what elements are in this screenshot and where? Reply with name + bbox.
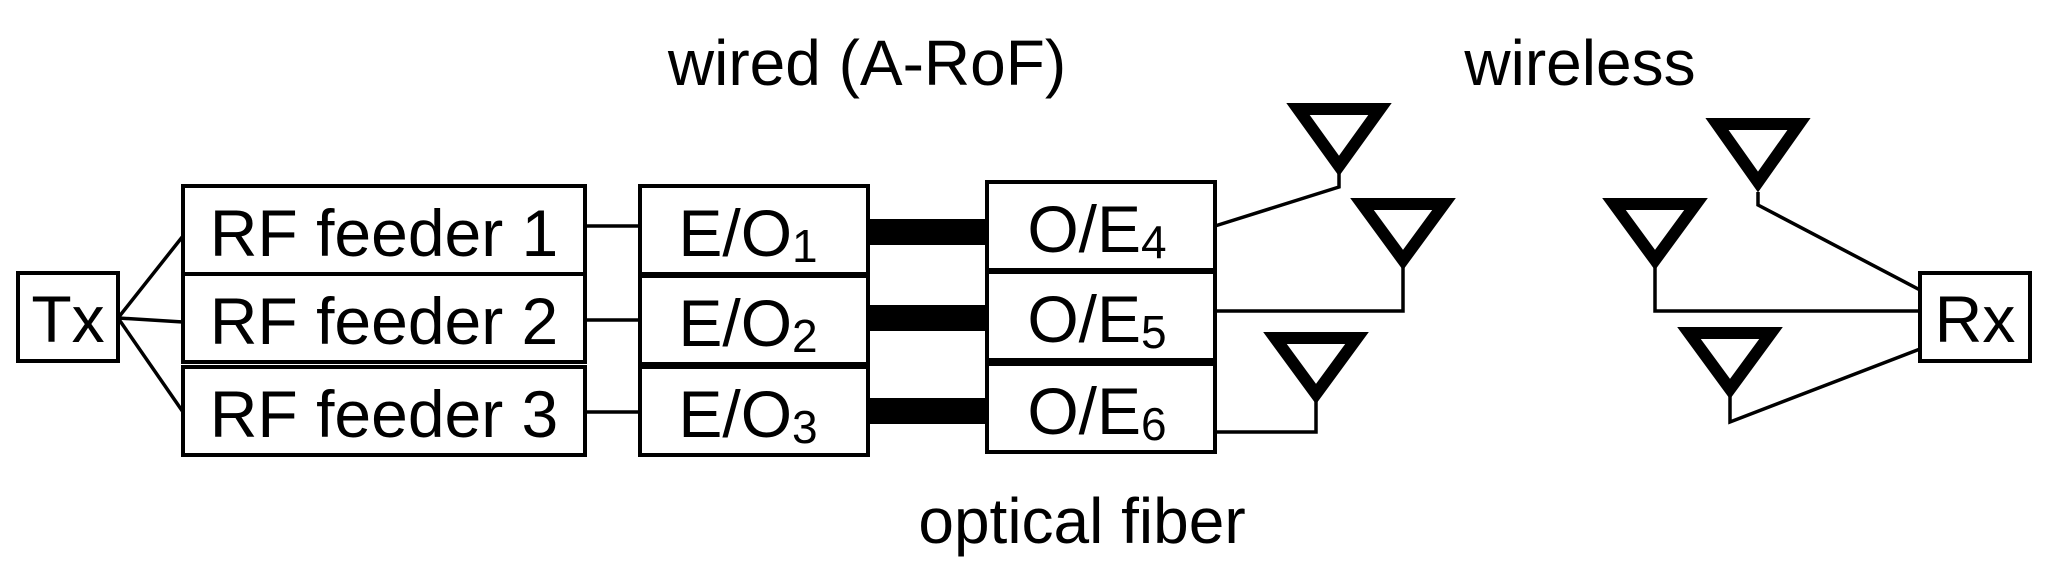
oe-to-antenna-wires — [1214, 172, 1405, 434]
rf-feeder-label: RF feeder 1 — [210, 196, 559, 270]
eo-converter-3: E/O3 — [638, 365, 870, 457]
rx-label: Rx — [1935, 282, 2016, 356]
rf-feeder-2: RF feeder 2 — [181, 272, 587, 364]
tx-antenna-2-icon — [1350, 198, 1456, 271]
eo-label: E/O1 — [678, 196, 817, 272]
wired-label: wired (A-RoF) — [667, 27, 1066, 99]
rx-antenna-2-icon — [1602, 198, 1708, 271]
rf-feeder-1: RF feeder 1 — [181, 184, 587, 276]
eo-label: E/O3 — [678, 377, 817, 453]
rf-feeder-label: RF feeder 3 — [210, 377, 559, 451]
rx-box: Rx — [1918, 271, 2032, 363]
tx-to-feeder-wires — [116, 234, 185, 413]
oe-label: O/E4 — [1027, 192, 1166, 268]
oe-label: O/E5 — [1027, 282, 1166, 358]
optical-fiber-label: optical fiber — [918, 485, 1245, 557]
rf-feeder-3: RF feeder 3 — [181, 365, 587, 457]
rx-antenna-1-icon — [1705, 118, 1811, 193]
tx-antenna-3-icon — [1263, 332, 1369, 405]
wireless-label: wireless — [1463, 27, 1695, 99]
oe-label: O/E6 — [1027, 374, 1166, 450]
eo-converter-1: E/O1 — [638, 184, 870, 276]
oe-converter-6: O/E6 — [985, 362, 1217, 454]
oe-converter-5: O/E5 — [985, 270, 1217, 362]
rx-antenna-3-icon — [1677, 327, 1783, 400]
tx-box: Tx — [16, 271, 120, 363]
rf-feeder-label: RF feeder 2 — [210, 284, 559, 358]
feeder-to-eo-wires — [585, 224, 640, 414]
tx-label: Tx — [31, 282, 104, 356]
eo-label: E/O2 — [678, 286, 817, 362]
oe-converter-4: O/E4 — [985, 180, 1217, 272]
tx-antenna-1-icon — [1286, 103, 1392, 177]
eo-converter-2: E/O2 — [638, 274, 870, 366]
antenna-to-rx-wires — [1653, 192, 1921, 425]
optical-fibers — [868, 219, 987, 424]
